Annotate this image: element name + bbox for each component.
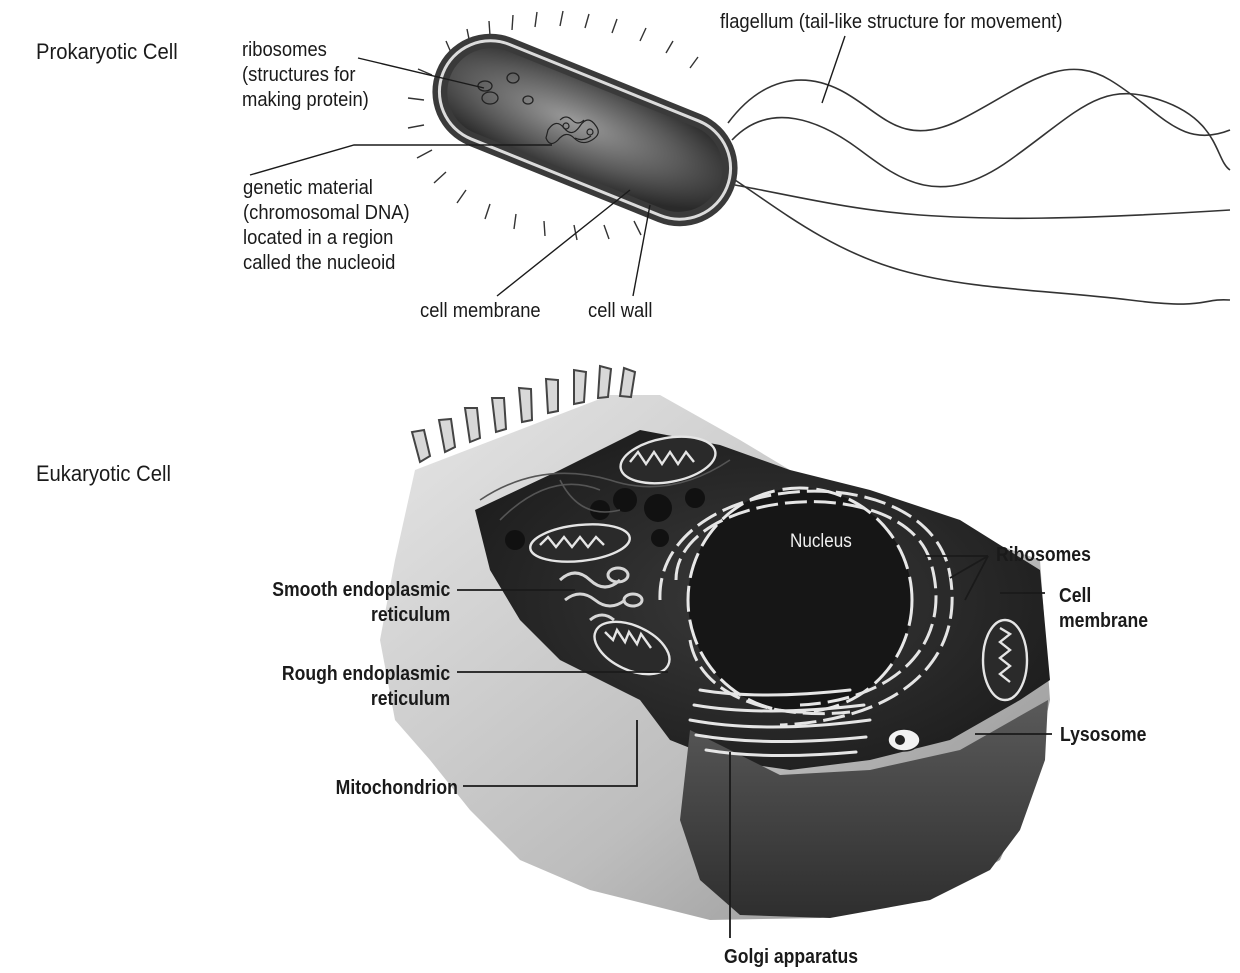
- label-cell-wall: cell wall: [588, 299, 652, 324]
- label-genetic-material: genetic material (chromosomal DNA) locat…: [243, 176, 410, 276]
- label-genetic-line4: called the nucleoid: [243, 251, 410, 276]
- label-ribosomes-line2: (structures for: [242, 63, 369, 88]
- label-genetic-line2: (chromosomal DNA): [243, 201, 410, 226]
- label-golgi: Golgi apparatus: [724, 945, 858, 970]
- label-rough-er-line2: reticulum: [282, 687, 450, 712]
- label-cell-membrane-line1: Cell: [1059, 584, 1148, 609]
- label-mitochondrion: Mitochondrion: [336, 776, 458, 801]
- label-ribosomes-line3: making protein): [242, 88, 369, 113]
- cytoplasm: [434, 35, 736, 225]
- label-smooth-er-line2: reticulum: [272, 603, 450, 628]
- label-genetic-line3: located in a region: [243, 226, 410, 251]
- label-nucleus: Nucleus: [790, 530, 852, 554]
- label-ribosomes-line1: ribosomes: [242, 38, 369, 63]
- label-cell-membrane-prokaryote: cell membrane: [420, 299, 541, 324]
- eukaryote-illustration: [380, 366, 1052, 938]
- label-cell-membrane-line2: membrane: [1059, 609, 1148, 634]
- label-genetic-line1: genetic material: [243, 176, 410, 201]
- label-rough-er: Rough endoplasmic reticulum: [282, 662, 450, 712]
- prokaryote-heading: Prokaryotic Cell: [36, 38, 178, 66]
- eukaryote-heading: Eukaryotic Cell: [36, 460, 171, 488]
- label-cell-membrane-eukaryote: Cell membrane: [1059, 584, 1148, 634]
- label-flagellum: flagellum (tail-like structure for movem…: [720, 10, 1063, 35]
- label-lysosome: Lysosome: [1060, 723, 1146, 748]
- label-smooth-er: Smooth endoplasmic reticulum: [272, 578, 450, 628]
- label-ribosomes-eukaryote: Ribosomes: [996, 543, 1091, 568]
- label-smooth-er-line1: Smooth endoplasmic: [272, 578, 450, 603]
- flagella: [728, 69, 1230, 304]
- label-rough-er-line1: Rough endoplasmic: [282, 662, 450, 687]
- label-ribosomes-prokaryote: ribosomes (structures for making protein…: [242, 38, 369, 113]
